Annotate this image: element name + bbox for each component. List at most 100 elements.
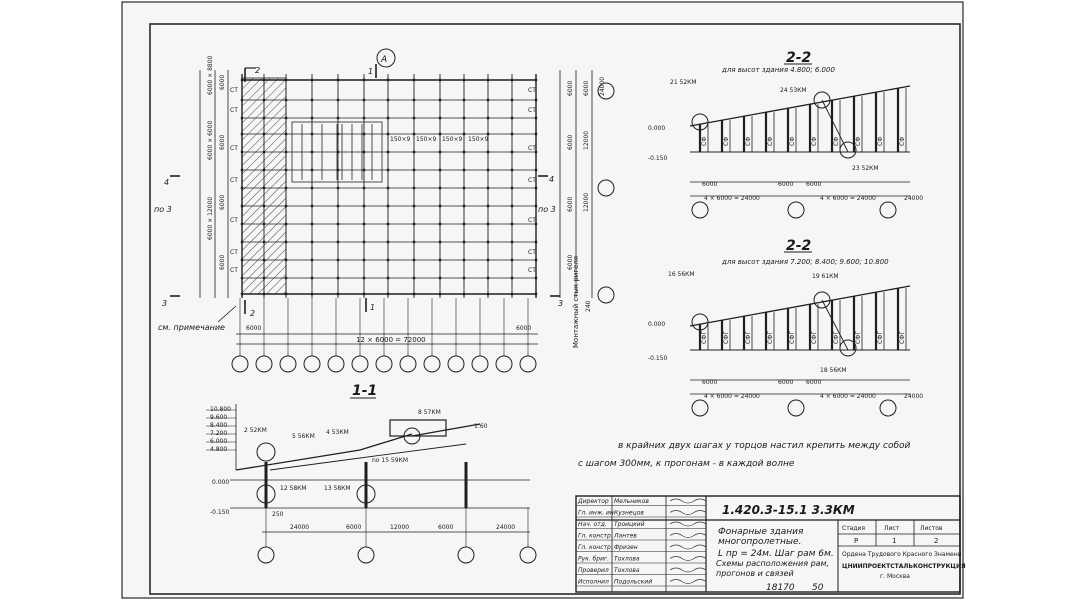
level-label: 10.800 <box>210 406 231 413</box>
node-mark <box>336 150 340 154</box>
node-mark <box>534 240 538 244</box>
node-mark <box>412 168 416 172</box>
detail-circle <box>356 484 376 504</box>
section-title: 1-1 <box>352 383 377 399</box>
st-label: СТ <box>230 249 238 256</box>
node-mark <box>412 204 416 208</box>
tb-role: Проверил <box>578 567 609 574</box>
frame-label: СФГ <box>833 331 840 344</box>
node-mark <box>412 132 416 136</box>
node-mark <box>486 150 490 154</box>
section-2-2-bottom: 2-2 для высот здания 7.200; 8.400; 9.600… <box>648 238 923 417</box>
node-mark <box>362 168 366 172</box>
lantern <box>389 419 447 437</box>
node-mark <box>412 186 416 190</box>
node-mark <box>462 292 466 296</box>
stage-value: Р <box>854 537 858 545</box>
node-mark <box>362 258 366 262</box>
node-mark <box>284 168 288 172</box>
tb-role: Нач. отд. <box>578 521 607 528</box>
node-mark <box>438 276 442 280</box>
node-mark <box>310 276 314 280</box>
node-mark <box>386 98 390 102</box>
node-mark <box>336 240 340 244</box>
node-mark <box>362 150 366 154</box>
note-line-1: в крайних двух шагах у торцов настил кре… <box>618 441 911 451</box>
frame-label: СФГ <box>767 331 774 344</box>
section-title: 2-2 <box>786 50 811 66</box>
node-mark <box>534 116 538 120</box>
level-label: 6.000 <box>210 438 227 445</box>
roof-slope <box>235 449 361 471</box>
node-mark <box>284 240 288 244</box>
node-mark <box>510 98 514 102</box>
level-label: -0.150 <box>648 355 668 362</box>
node-mark <box>438 258 442 262</box>
node-mark <box>336 222 340 226</box>
node-mark <box>362 204 366 208</box>
axis-bubble <box>257 546 275 564</box>
section-subtitle: для высот здания 7.200; 8.400; 9.600; 10… <box>721 258 889 266</box>
axis-bubble <box>879 201 897 219</box>
node-mark <box>438 186 442 190</box>
plan-dim: 6000 <box>567 255 574 270</box>
frame-label: СФ <box>745 137 752 146</box>
node-mark <box>386 78 390 82</box>
node-mark <box>262 240 266 244</box>
level-label: 8.400 <box>210 422 227 429</box>
node-mark <box>310 98 314 102</box>
signature <box>669 521 707 527</box>
node-mark <box>486 78 490 82</box>
section-title: 2-2 <box>786 238 811 254</box>
node-mark <box>336 276 340 280</box>
tb-name: Лантев <box>613 533 637 540</box>
detail-circle <box>691 313 709 331</box>
node-mark <box>310 78 314 82</box>
mark-label: 12 58КМ <box>280 485 307 492</box>
detail-circle <box>256 442 276 462</box>
section-mark: 3 <box>558 299 563 308</box>
mark-label: 5 56КМ <box>292 433 315 440</box>
level-label: 0.000 <box>648 321 665 328</box>
axis-bubble <box>519 546 537 564</box>
st-label: СТ <box>528 177 536 184</box>
tb-name: Фризен <box>614 544 638 551</box>
node-mark <box>486 98 490 102</box>
mark-label: no 15 59КМ <box>372 457 408 464</box>
node-mark <box>412 98 416 102</box>
tb-role: Гл. инж. ин. <box>578 510 616 517</box>
mark-label: 16 56КМ <box>668 271 695 278</box>
node-mark <box>336 186 340 190</box>
node-mark <box>412 222 416 226</box>
section-mark: 1 <box>368 67 373 76</box>
node-mark <box>240 78 244 82</box>
axis-a-bubble <box>376 48 396 68</box>
node-mark <box>510 204 514 208</box>
node-mark <box>534 132 538 136</box>
node-mark <box>336 292 340 296</box>
org-line: г. Москва <box>880 573 910 580</box>
tb-name: Мельников <box>614 498 649 505</box>
node-mark <box>262 150 266 154</box>
node-mark <box>510 258 514 262</box>
plan-span: 12 × 6000 = 72000 <box>356 336 426 344</box>
stage-value: 2 <box>934 537 938 545</box>
node-mark <box>510 150 514 154</box>
dim-label: 6000 <box>346 524 361 531</box>
frame-label: СФГ <box>811 331 818 344</box>
node-mark <box>284 186 288 190</box>
frame-label: СФГ <box>877 331 884 344</box>
node-mark <box>486 132 490 136</box>
node-mark <box>486 240 490 244</box>
svg-text:6000 × 6000: 6000 × 6000 <box>207 120 214 160</box>
stage-value: 1 <box>892 537 896 545</box>
node-mark <box>486 292 490 296</box>
node-mark <box>284 78 288 82</box>
node-mark <box>462 276 466 280</box>
node-mark <box>438 240 442 244</box>
brace-line <box>821 299 849 351</box>
level-label: 4.800 <box>210 446 227 453</box>
node-mark <box>462 186 466 190</box>
node-mark <box>310 258 314 262</box>
